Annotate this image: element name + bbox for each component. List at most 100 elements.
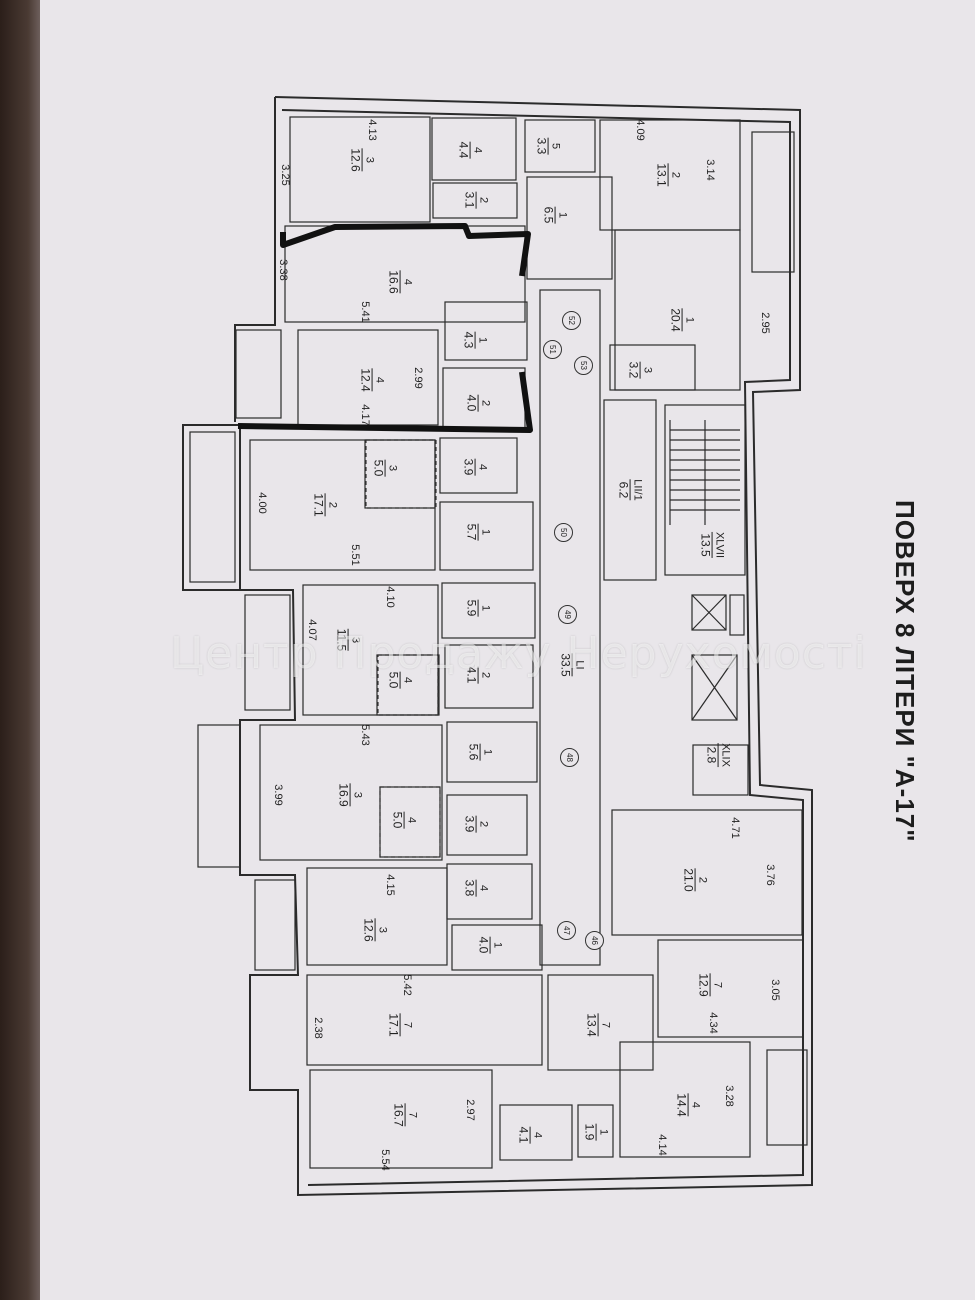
room-area: 21.0: [682, 868, 697, 892]
room-number: 3: [385, 459, 399, 477]
floor-title: ПОВЕРХ 8 ЛІТЕРИ "А-17": [890, 500, 920, 843]
room-number: 1: [475, 331, 489, 349]
dimension-label: 3.25: [279, 164, 291, 186]
room-number: 4: [400, 270, 414, 294]
room-area: 5.0: [372, 459, 387, 477]
dimension-label: 3.28: [723, 1085, 735, 1107]
room-area: 4.0: [465, 394, 480, 412]
room-area: 6.2: [617, 481, 632, 499]
balconies: [189, 131, 808, 1146]
room-number: 3: [362, 148, 376, 172]
room-number: 2: [668, 163, 682, 187]
room-area: 14.4: [675, 1093, 690, 1117]
room-area: 2.8: [705, 746, 720, 764]
dimension-label: 2.97: [464, 1099, 476, 1121]
paper-sheet: [40, 0, 975, 1300]
dimension-label: 2.38: [312, 1017, 324, 1039]
dimension-label: 5.43: [359, 724, 371, 746]
room-number: 4: [404, 811, 418, 829]
room-area: 4.4: [457, 141, 472, 159]
room-area: 1.9: [583, 1123, 598, 1141]
room-number: 1: [682, 308, 696, 332]
dimension-label: 5.51: [349, 544, 361, 566]
room-area: 3.3: [535, 137, 550, 155]
room-area: 13.4: [585, 1013, 600, 1037]
room-area: 12.4: [359, 368, 374, 392]
room-area: 4.0: [477, 936, 492, 954]
dimension-label: 4.15: [384, 874, 396, 896]
dimension-label: 4.13: [366, 119, 378, 141]
room-area: 4.3: [462, 331, 477, 349]
unit-marker: 52: [562, 311, 581, 330]
room-number: 1: [555, 206, 569, 224]
room-number: 2: [695, 868, 709, 892]
unit-marker: 46: [585, 931, 604, 950]
room-area: 16.9: [337, 783, 352, 807]
room-area: 3.8: [463, 879, 478, 897]
room-area: 20.4: [669, 308, 684, 332]
room-number: 1: [478, 523, 492, 541]
room-area: 12.9: [697, 973, 712, 997]
room-number: 3: [640, 361, 654, 379]
highlighted-apartment-outline: [237, 223, 533, 433]
room-number: 4: [475, 458, 489, 476]
room-area: 16.7: [392, 1103, 407, 1127]
room-area: 5.9: [465, 599, 480, 617]
dimension-label: 3.99: [272, 784, 284, 806]
elevators: [691, 594, 745, 721]
room-area: 5.0: [391, 811, 406, 829]
dimension-label: 5.42: [401, 974, 413, 996]
room-number: 4: [530, 1126, 544, 1144]
room-number: 7: [598, 1013, 612, 1037]
dimension-label: 4.17: [359, 404, 371, 426]
room-area: 17.1: [312, 493, 327, 517]
room-number: XLVII: [712, 531, 726, 559]
room-number: 1: [478, 599, 492, 617]
unit-marker: 49: [558, 605, 577, 624]
dimension-label: 3.76: [764, 864, 776, 886]
room-area: 3.9: [463, 815, 478, 833]
dimension-label: 3.14: [704, 159, 716, 181]
photo-background-edge: [0, 0, 40, 1300]
unit-marker: 50: [554, 523, 573, 542]
room-number: 4: [470, 141, 484, 159]
room-area: 12.6: [362, 918, 377, 942]
unit-marker: 47: [557, 921, 576, 940]
room-number: 3: [375, 918, 389, 942]
outer-walls: [182, 96, 813, 1197]
dimension-label: 2.95: [759, 312, 771, 334]
room-number: 4: [688, 1093, 702, 1117]
room-number: 7: [710, 973, 724, 997]
room-number: 2: [476, 815, 490, 833]
dimension-label: 2.99: [412, 367, 424, 389]
room-area: 13.1: [655, 163, 670, 187]
dimension-label: 4.34: [707, 1012, 719, 1034]
room-number: 7: [400, 1013, 414, 1037]
dimension-label: 5.41: [359, 301, 371, 323]
room-number: 4: [372, 368, 386, 392]
room-area: 16.6: [387, 270, 402, 294]
room-number: 4: [476, 879, 490, 897]
room-area: 5.6: [467, 743, 482, 761]
